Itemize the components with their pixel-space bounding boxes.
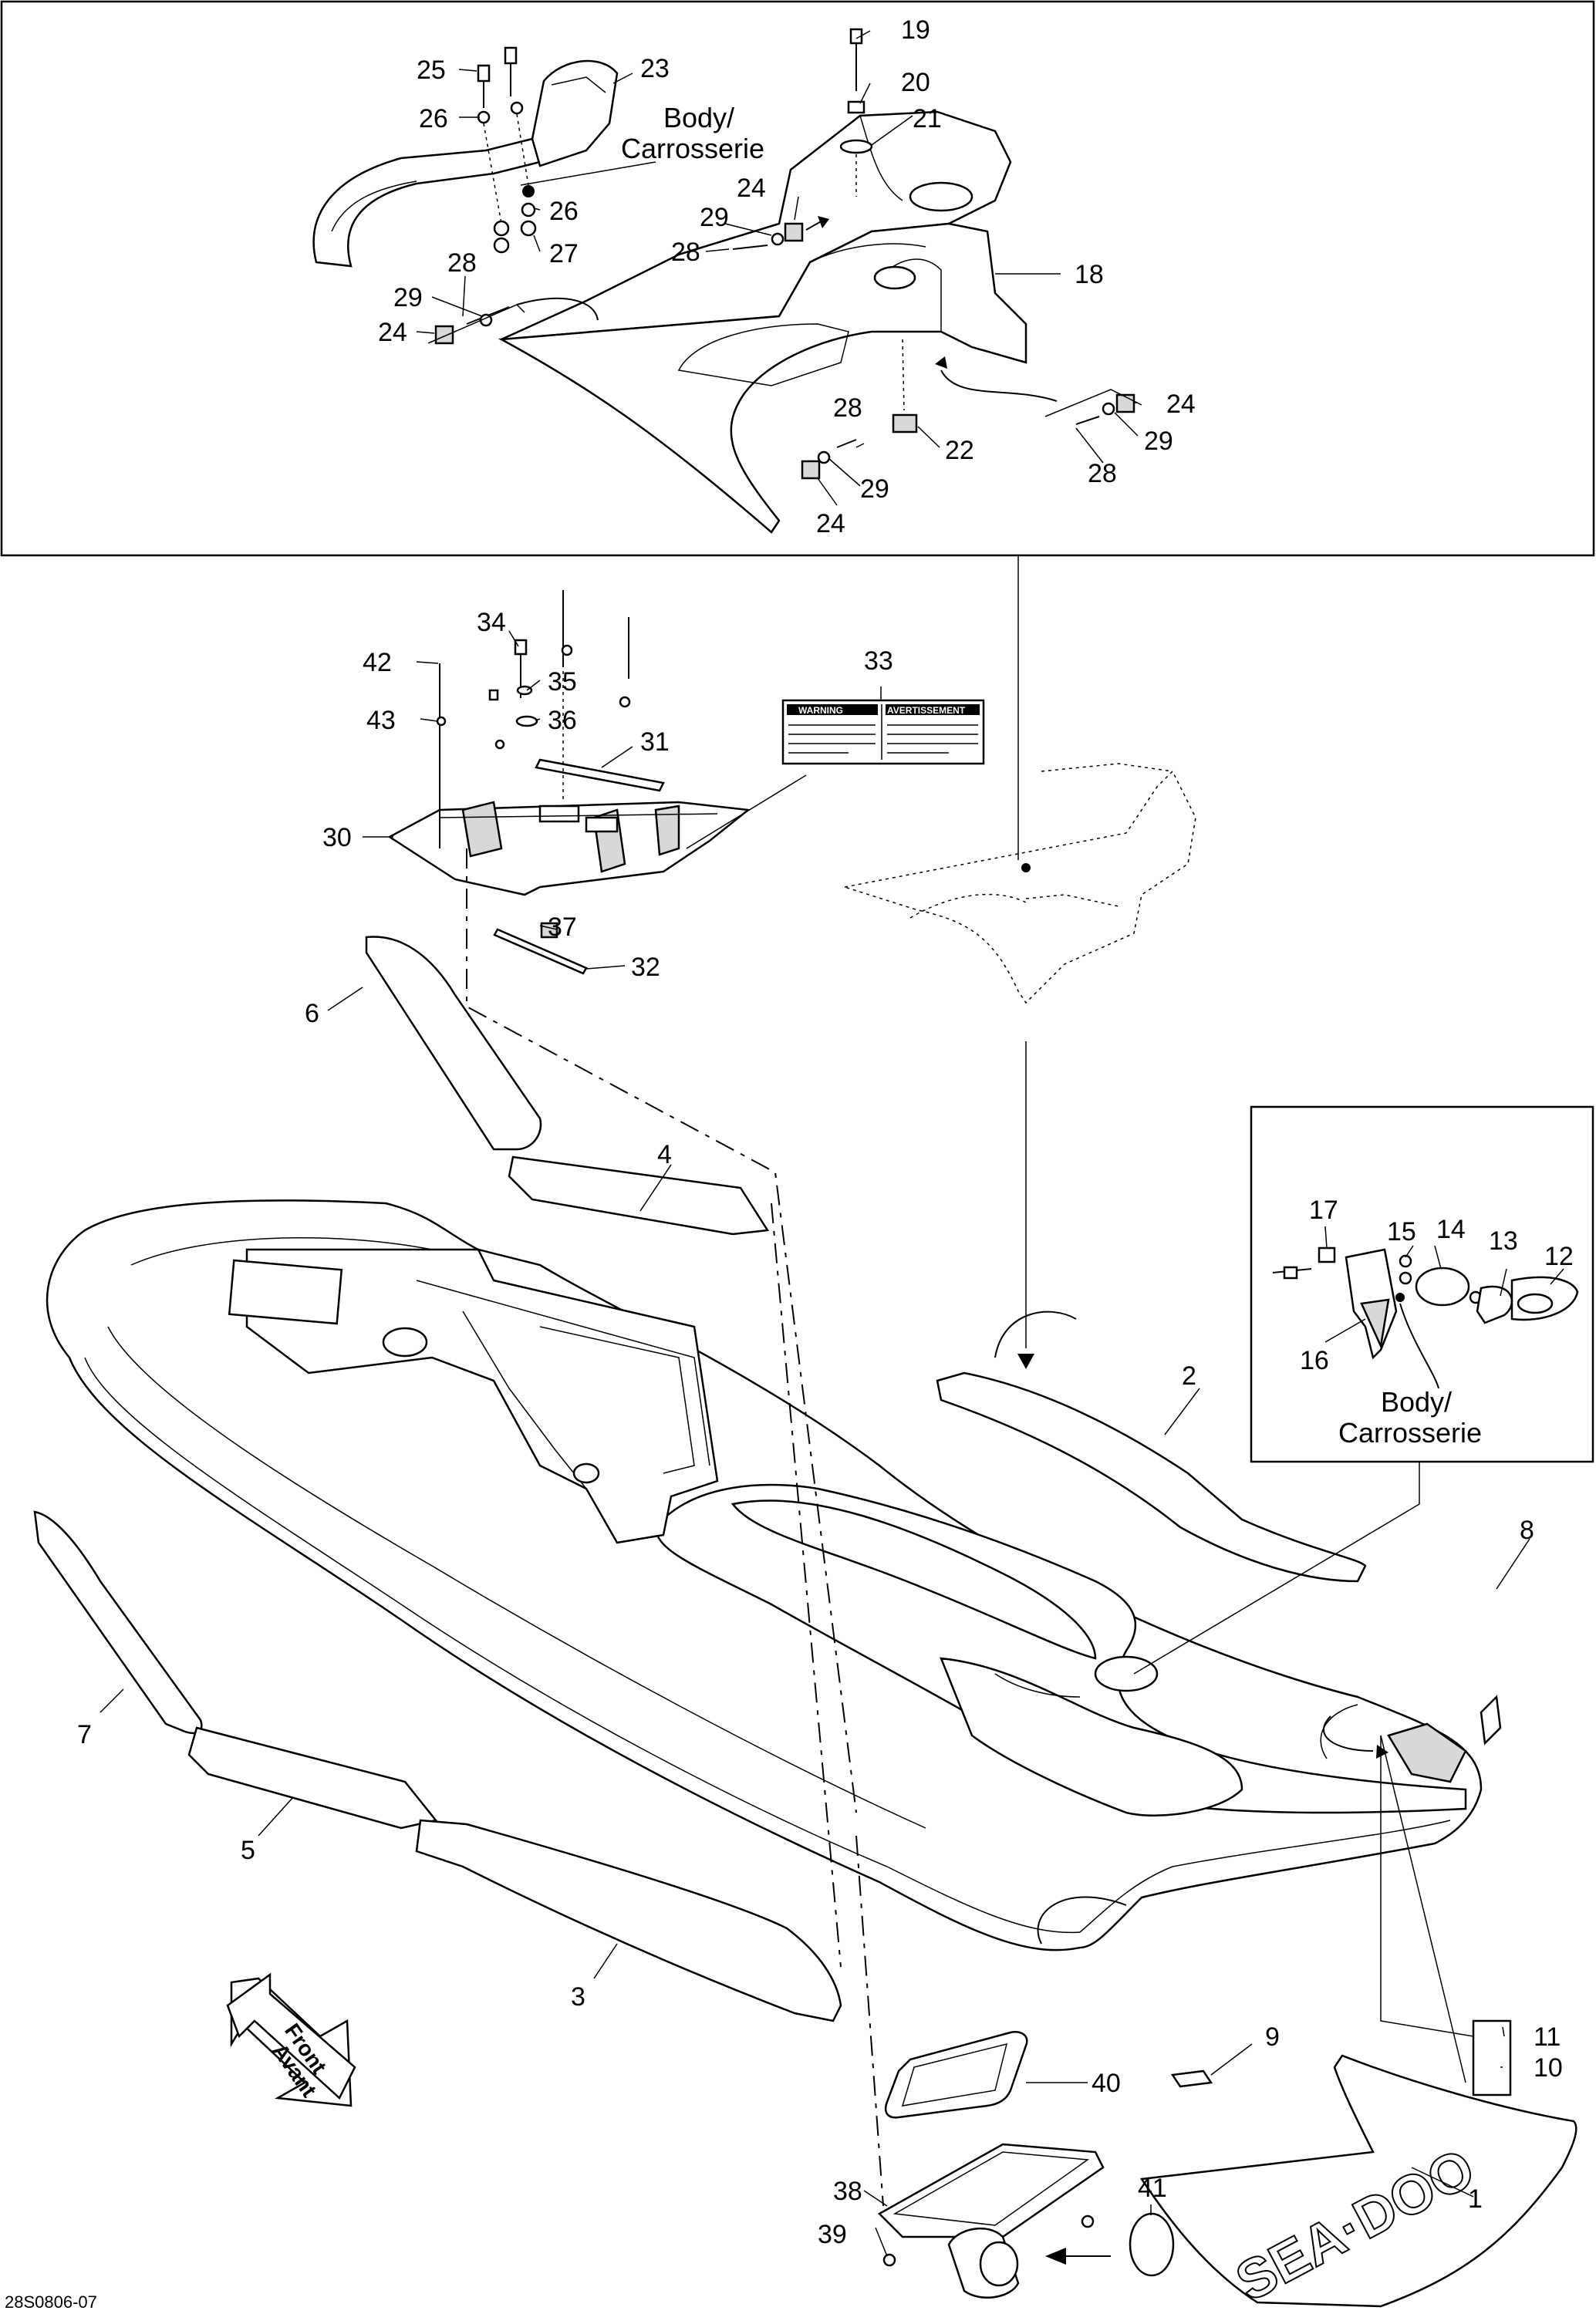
body-label-inset-line1: Body/: [1381, 1386, 1452, 1418]
warning-title-en: WARNING: [798, 705, 843, 716]
callout-31: 31: [640, 727, 670, 757]
tow-hook-assembly: [1272, 1246, 1579, 1389]
callout-16: 16: [1300, 1346, 1329, 1375]
callout-18: 18: [1075, 260, 1104, 289]
callout-11: 11: [1534, 2022, 1561, 2052]
document-code: 28S0806-07: [5, 2292, 97, 2312]
callout-30: 30: [322, 823, 352, 852]
callout-21: 21: [913, 104, 942, 133]
body-label-inset: Body/ Carrosserie: [1338, 1386, 1482, 1449]
callout-28c: 28: [833, 393, 862, 423]
body-label-inset-line2: Carrosserie: [1338, 1417, 1482, 1449]
callout-37: 37: [548, 912, 577, 942]
decal-1-sea-doo: SEA·DOO: [1139, 2054, 1577, 2314]
callout-12: 12: [1544, 1242, 1574, 1271]
callout-2: 2: [1182, 1361, 1196, 1391]
carrier-hardware: [436, 590, 631, 939]
warning-title-fr: AVERTISSEMENT: [887, 705, 966, 716]
callout-29b: 29: [700, 203, 729, 232]
callout-36: 36: [548, 706, 577, 735]
decal-5: [187, 1726, 438, 1830]
callout-28b: 28: [671, 238, 700, 267]
front-arrow: Front Avant: [226, 1972, 356, 2107]
callout-33: 33: [864, 646, 893, 676]
callout-40: 40: [1092, 2069, 1121, 2098]
callout-13: 13: [1489, 1226, 1518, 1256]
callout-14: 14: [1436, 1215, 1466, 1244]
leader-lines: [100, 30, 1564, 2257]
callout-39: 39: [818, 2220, 847, 2249]
callout-28a: 28: [447, 248, 477, 278]
body-label-top-line2: Carrosserie: [621, 133, 764, 164]
callout-22: 22: [945, 436, 974, 465]
callout-43: 43: [366, 706, 396, 735]
callout-5: 5: [241, 1836, 255, 1865]
body-shell-ghost: [844, 763, 1196, 1004]
callout-29c: 29: [860, 474, 889, 504]
part-23-rear-bumper: [312, 59, 619, 268]
callout-numbers: 1 2 3 4 5 6 7 8 9 10 11 12 13 14 15 16 1…: [77, 15, 1574, 2249]
body-label-top: Body/ Carrosserie: [621, 102, 764, 164]
callout-35: 35: [548, 667, 577, 697]
callout-17: 17: [1309, 1196, 1338, 1225]
callout-26a: 26: [419, 104, 448, 133]
callout-24d: 24: [816, 509, 845, 538]
body-label-top-line1: Body/: [663, 102, 734, 133]
callout-27: 27: [549, 239, 579, 268]
callout-3: 3: [571, 1982, 585, 2012]
decal-7: [33, 1510, 203, 1735]
callout-4: 4: [657, 1140, 672, 1169]
callout-15: 15: [1387, 1217, 1416, 1246]
callout-32: 32: [631, 953, 660, 982]
decal-3: [415, 1819, 842, 2022]
decal-6: [365, 936, 542, 1151]
callout-42: 42: [363, 648, 392, 677]
callout-26b: 26: [549, 197, 579, 226]
callout-6: 6: [305, 999, 319, 1028]
decal-4: [508, 1155, 770, 1236]
parts-31-32-strips: [493, 758, 665, 975]
callout-19: 19: [901, 15, 930, 45]
decal-2: [936, 1371, 1367, 1583]
right-inset-frame: [1250, 1105, 1594, 1463]
part-33-warning-label: WARNING AVERTISSEMENT: [781, 699, 985, 765]
callout-1: 1: [1468, 2184, 1483, 2214]
callout-24b: 24: [378, 318, 407, 347]
callout-20: 20: [901, 68, 930, 97]
callout-41: 41: [1138, 2174, 1167, 2203]
callout-9: 9: [1265, 2022, 1280, 2052]
main-deck: [46, 1199, 1512, 2299]
callout-28d: 28: [1088, 459, 1117, 488]
callout-38: 38: [833, 2177, 862, 2206]
callout-25: 25: [417, 56, 446, 85]
callout-24a: 24: [737, 174, 766, 203]
part-18-body-shell: [498, 110, 1027, 534]
callout-7: 7: [77, 1720, 92, 1749]
callout-34: 34: [477, 608, 506, 637]
callout-10: 10: [1534, 2053, 1563, 2083]
callout-29a: 29: [393, 283, 423, 312]
callout-24c: 24: [1166, 390, 1196, 419]
top-inset-frame: [0, 0, 1595, 557]
callout-23: 23: [640, 54, 670, 83]
callout-8: 8: [1520, 1516, 1534, 1545]
part-30-carrier-plate: [387, 801, 751, 896]
callout-29d: 29: [1144, 427, 1173, 456]
top-hardware: [427, 28, 1142, 480]
